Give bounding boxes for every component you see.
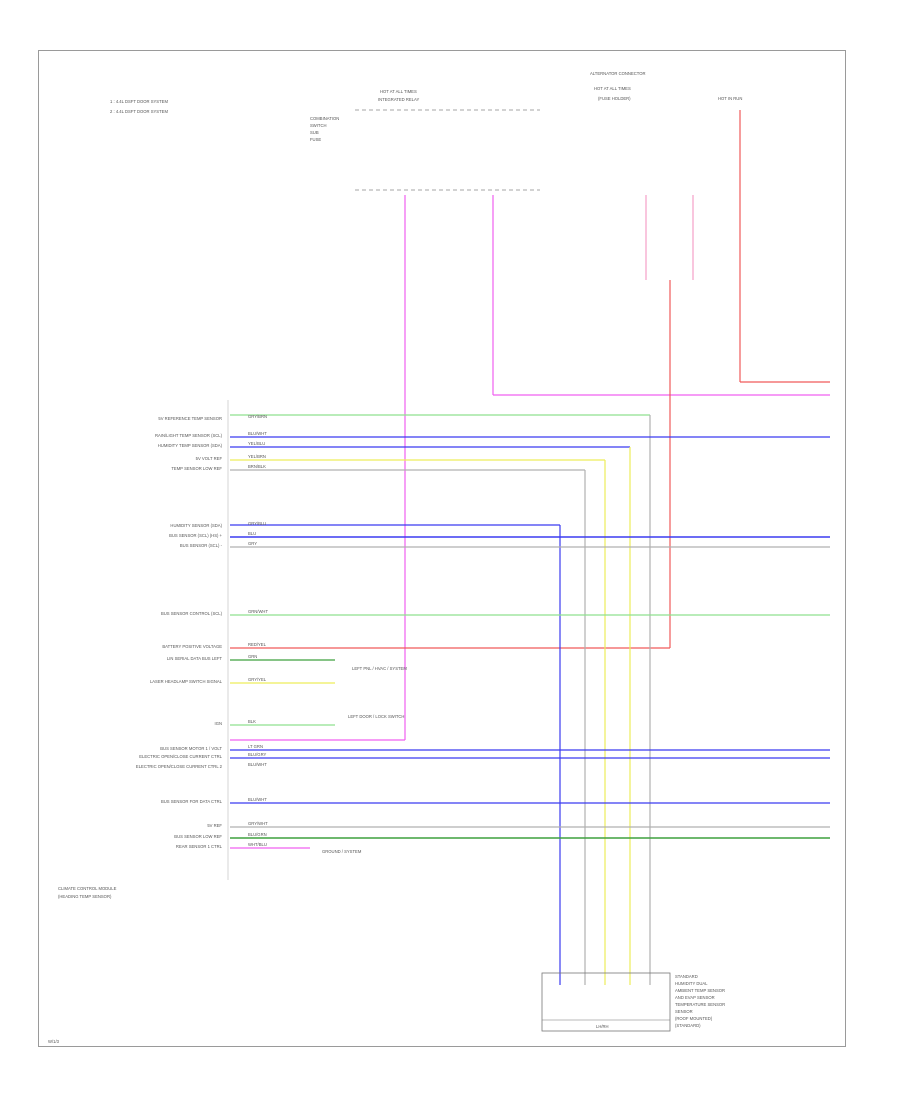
fuse-block-left-sub: INTEGRATED RELAY (378, 97, 419, 102)
module-label: ELECTRIC OPEN/CLOSE CURRENT CTRL (139, 754, 222, 759)
wire-label: BLU (248, 531, 256, 536)
wire-label: WHT/BLU (248, 842, 267, 847)
wire-label: BRN/BLK (248, 464, 266, 469)
wire-label: GRY/BRN (248, 414, 267, 419)
sensor-box (541, 972, 671, 1032)
fuse-label-1: SWITCH (310, 123, 327, 128)
module-label: IGN (215, 721, 222, 726)
sensor-box-lines: STANDARD HUMIDITY DUAL AMBIENT TEMP SENSOR… (675, 974, 725, 1028)
module-label: LASER HEADLAMP SWITCH SIGNAL (150, 679, 223, 684)
wire-label: GRY/YEL (248, 677, 267, 682)
wire-label: LT GRN (248, 744, 263, 749)
callout-hvac: LEFT PNL / HVAC / SYSTEM (352, 666, 407, 671)
module-label: 5V REFERENCE TEMP SENSOR (158, 416, 222, 421)
wire-label: GRY/WHT (248, 821, 268, 826)
module-label: TEMP SENSOR LOW REF (171, 466, 222, 471)
right-header-2: (FUSE HOLDER) (598, 96, 631, 101)
module-caption-1: CLIMATE CONTROL MODULE (58, 886, 117, 891)
fuse-block-right-title: HOT IN RUN (718, 96, 742, 101)
diagram-frame (38, 50, 846, 1047)
wire-label: BLU/WHT (248, 431, 267, 436)
sensor-box-line: STANDARD (675, 974, 698, 979)
footer-tag: W/1/3 (48, 1039, 60, 1044)
sensor-box-line: HUMIDITY DUAL (675, 981, 708, 986)
module-label: 5V REF (207, 823, 222, 828)
wire-label: BLK (248, 719, 256, 724)
fuse-label-2: SUB (310, 130, 319, 135)
wire-label: GRN (248, 654, 257, 659)
sensor-box-line: AMBIENT TEMP SENSOR (675, 988, 725, 993)
module-label: BUS SENSOR (SCL) (HS) + (169, 533, 222, 538)
module-label: ELECTRIC OPEN/CLOSE CURRENT CTRL 2 (136, 764, 223, 769)
fuse-block-left-title: HOT AT ALL TIMES (380, 89, 417, 94)
wire-label: RED/YEL (248, 642, 267, 647)
right-header-1: HOT AT ALL TIMES (594, 86, 631, 91)
module-label: BUS SENSOR CONTROL (SCL) (161, 611, 223, 616)
wire-label: GRY (248, 541, 257, 546)
wire-label: BLU/GRY (248, 752, 267, 757)
legend-line-2: 2 : 4.4L DSFT DOOR SYSTEM (110, 109, 168, 114)
legend-line-1: 1 : 4.4L DSFT DOOR SYSTEM (110, 99, 168, 104)
sensor-box-line: TEMPERATURE SENSOR (675, 1002, 725, 1007)
sensor-box-footer: LH/RH (596, 1024, 609, 1029)
module-label: RAIN/LIGHT TEMP SENSOR (SCL) (155, 433, 223, 438)
module-label: BUS SENSOR LOW REF (174, 834, 222, 839)
sensor-box-line: AND EVAP SENSOR (675, 995, 715, 1000)
sensor-box-line: (ROOF MOUNTED) (675, 1016, 713, 1021)
module-label: BUS SENSOR MOTOR 1 / VOLT (160, 746, 222, 751)
sensor-box-line: (STANDARD) (675, 1023, 701, 1028)
wire-label: YEL/BLU (248, 441, 265, 446)
wire-label: BLU/WHT (248, 797, 267, 802)
fuse-label-3: FUSE (310, 137, 321, 142)
right-header-0: ALTERNATOR CONNECTOR (590, 71, 646, 76)
module-label: 5V VOLT REF (196, 456, 223, 461)
module-label: BATTERY POSITIVE VOLTAGE (162, 644, 222, 649)
module-label: HUMIDITY SENSOR (SDA) (170, 523, 222, 528)
module-label: BUS SENSOR FOR DATA CTRL (161, 799, 223, 804)
wire-label: YEL/BRN (248, 454, 266, 459)
wire-label: GRY/BLU (248, 521, 266, 526)
module-label: LIN SERIAL DATA BUS LEFT (167, 656, 223, 661)
callout-door-lock: LEFT DOOR / LOCK SWITCH (348, 714, 404, 719)
wire-labels-left: GRY/BRN BLU/WHT YEL/BLU YEL/BRN BRN/BLK GRY/B… (248, 414, 268, 847)
wire-label: BLU/GRN (248, 832, 267, 837)
module-caption-2: (HEADING TEMP SENSOR) (58, 894, 112, 899)
module-label: HUMIDITY TEMP SENSOR (SDA) (158, 443, 223, 448)
module-label: BUS SENSOR (SCL) - (180, 543, 223, 548)
module-label: REAR SENSOR 1 CTRL (176, 844, 223, 849)
fuse-label-0: COMBINATION (310, 116, 339, 121)
wire-label: BLU/WHT (248, 762, 267, 767)
module-labels: 5V REFERENCE TEMP SENSOR RAIN/LIGHT TEMP … (136, 416, 223, 849)
wire-label: GRN/WHT (248, 609, 268, 614)
sensor-box-line: SENSOR (675, 1009, 693, 1014)
callout-ground: GROUND / SYSTEM (322, 849, 362, 854)
